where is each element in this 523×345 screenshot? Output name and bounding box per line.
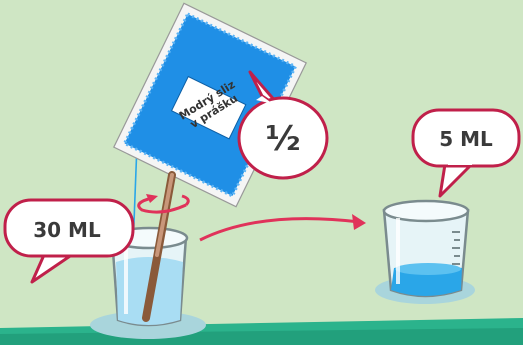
fraction-label: ½	[265, 119, 300, 159]
water-amount-label: 30 ML	[33, 218, 101, 242]
result-amount-label: 5 ML	[439, 127, 493, 151]
right-cup	[384, 201, 468, 296]
